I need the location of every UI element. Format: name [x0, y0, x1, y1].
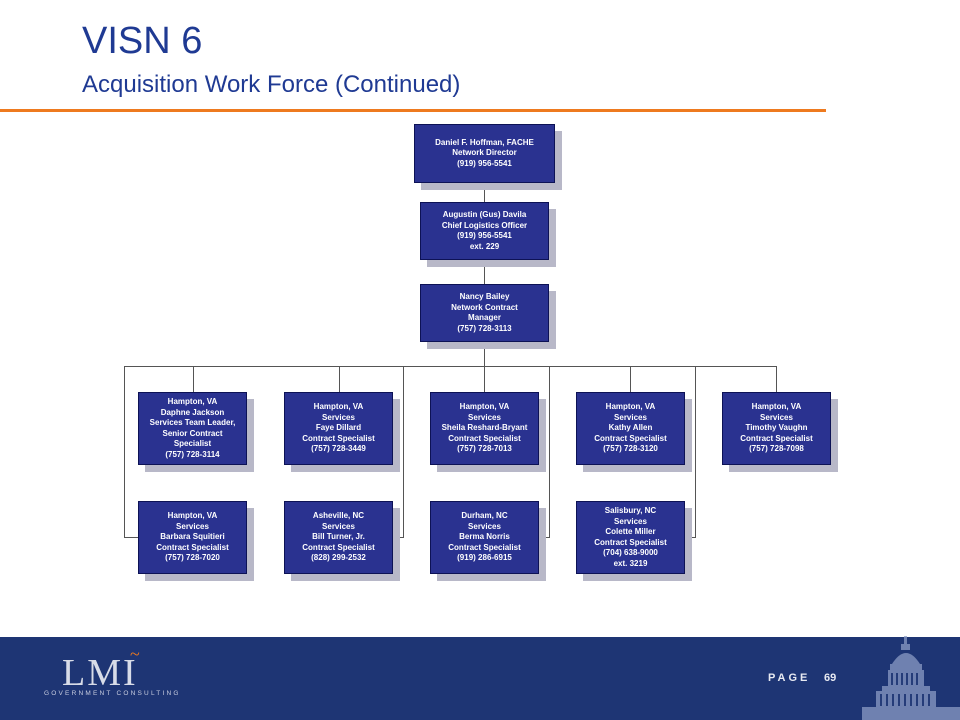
- connector-director-clo: [484, 183, 485, 202]
- org-box-line: (757) 728-7013: [457, 444, 512, 454]
- org-box-line: (757) 728-3114: [165, 449, 220, 459]
- org-box-line: Colette Miller: [605, 527, 656, 536]
- connector-col2-right: [403, 366, 404, 538]
- org-box-line: Contract Specialist: [302, 542, 375, 552]
- org-box-line: Nancy Bailey: [459, 292, 510, 301]
- org-box-line: Hampton, VA: [751, 402, 802, 412]
- org-box-line: Augustin (Gus) Davila: [442, 210, 527, 219]
- org-box-line: (704) 638-9000: [603, 548, 658, 557]
- connector-col5-top: [776, 366, 777, 392]
- org-box-line: Asheville, NC: [312, 511, 365, 521]
- org-box-sheila-reshard-bryant: Hampton, VA Services Sheila Reshard-Brya…: [430, 392, 539, 465]
- org-box-line: Specialist: [173, 439, 212, 448]
- org-box-line: Services: [760, 412, 793, 422]
- org-box-timothy-vaughn: Hampton, VA Services Timothy Vaughn Cont…: [722, 392, 831, 465]
- title-rule: [0, 109, 826, 112]
- org-box-line: Contract Specialist: [740, 433, 813, 443]
- footer-band: [0, 637, 960, 720]
- org-box-line: ext. 229: [469, 241, 500, 251]
- org-box-line: Manager: [468, 313, 501, 322]
- org-box-line: Contract Specialist: [156, 542, 229, 552]
- org-box-line: Network Director: [452, 148, 517, 158]
- connector-col3-top: [484, 366, 485, 392]
- page-number: 69: [824, 672, 837, 684]
- connector-clo-manager: [484, 260, 485, 284]
- org-box-line: (919) 956-5541: [457, 158, 512, 168]
- org-box-line: Services: [468, 412, 501, 422]
- org-box-line: Network Contract: [451, 302, 518, 312]
- org-box-network-contract-manager: Nancy Bailey Network Contract Manager (7…: [420, 284, 549, 342]
- connector-col4-top: [630, 366, 631, 392]
- org-box-berma-norris: Durham, NC Services Berma Norris Contrac…: [430, 501, 539, 574]
- org-box-line: Contract Specialist: [302, 433, 375, 443]
- connector-col1-left: [124, 366, 125, 538]
- org-box-line: Contract Specialist: [594, 433, 667, 443]
- org-box-line: (828) 299-2532: [311, 553, 366, 563]
- org-box-kathy-allen: Hampton, VA Services Kathy Allen Contrac…: [576, 392, 685, 465]
- org-box-line: Services: [322, 521, 355, 531]
- org-box-line: Barbara Squitieri: [160, 532, 225, 542]
- org-box-line: Services Team Leader,: [149, 418, 236, 427]
- org-box-line: Services: [176, 521, 209, 531]
- lmi-logo: LMI: [62, 652, 138, 694]
- org-box-line: (757) 728-7020: [165, 553, 220, 563]
- org-box-line: Hampton, VA: [313, 402, 364, 412]
- org-box-bill-turner: Asheville, NC Services Bill Turner, Jr. …: [284, 501, 393, 574]
- connector-col4-right: [695, 366, 696, 538]
- org-box-line: (757) 728-3113: [457, 323, 512, 333]
- org-box-barbara-squitieri: Hampton, VA Services Barbara Squitieri C…: [138, 501, 247, 574]
- org-box-line: Contract Specialist: [448, 433, 521, 443]
- org-box-line: Daniel F. Hoffman, FACHE: [435, 137, 534, 147]
- org-box-line: Services: [468, 521, 501, 531]
- org-box-network-director: Daniel F. Hoffman, FACHE Network Directo…: [414, 124, 555, 183]
- org-box-chief-logistics-officer: Augustin (Gus) Davila Chief Logistics Of…: [420, 202, 549, 260]
- org-box-line: Services: [614, 516, 647, 526]
- connector-col1-top: [193, 366, 194, 392]
- org-box-line: (919) 956-5541: [457, 231, 512, 240]
- org-box-line: (919) 286-6915: [457, 553, 512, 563]
- page-title: VISN 6: [82, 20, 203, 62]
- org-box-line: Durham, NC: [461, 511, 508, 521]
- org-box-line: Senior Contract: [162, 428, 223, 438]
- connector-col1-left-tick: [124, 537, 139, 538]
- org-box-faye-dillard: Hampton, VA Services Faye Dillard Contra…: [284, 392, 393, 465]
- org-box-line: Hampton, VA: [605, 402, 656, 412]
- org-box-line: Faye Dillard: [315, 423, 362, 433]
- connector-col4-right-tick: [686, 537, 696, 538]
- connector-manager-bus: [484, 342, 485, 367]
- org-box-line: Chief Logistics Officer: [441, 220, 528, 230]
- org-box-line: Contract Specialist: [448, 542, 521, 552]
- lmi-logo-tilde: ~: [130, 644, 140, 664]
- org-box-line: ext. 3219: [613, 558, 648, 568]
- lmi-logo-subtitle: GOVERNMENT CONSULTING: [44, 690, 181, 697]
- org-box-line: Sheila Reshard-Bryant: [441, 423, 528, 433]
- connector-col3-right-tick: [540, 537, 550, 538]
- org-box-line: Salisbury, NC: [604, 506, 657, 515]
- connector-col2-top: [339, 366, 340, 392]
- org-box-line: (757) 728-3120: [603, 444, 658, 454]
- connector-col2-right-tick: [394, 537, 404, 538]
- org-box-line: Daphne Jackson: [160, 407, 225, 417]
- capitol-dome-icon: [862, 636, 960, 720]
- org-box-line: Bill Turner, Jr.: [312, 532, 365, 542]
- org-box-colette-miller: Salisbury, NC Services Colette Miller Co…: [576, 501, 685, 574]
- org-box-line: Hampton, VA: [167, 511, 218, 521]
- org-box-line: (757) 728-3449: [311, 444, 366, 454]
- org-box-line: Kathy Allen: [608, 423, 653, 433]
- connector-horizontal-bus: [124, 366, 777, 367]
- org-box-line: Services: [322, 412, 355, 422]
- org-box-line: Hampton, VA: [459, 402, 510, 412]
- org-box-line: Services: [614, 412, 647, 422]
- connector-col3-right: [549, 366, 550, 538]
- page-subtitle: Acquisition Work Force (Continued): [82, 71, 461, 98]
- org-box-line: (757) 728-7098: [749, 444, 804, 454]
- org-box-line: Timothy Vaughn: [745, 423, 808, 433]
- org-box-line: Berma Norris: [459, 532, 510, 542]
- page-label: PAGE: [768, 672, 811, 684]
- org-box-daphne-jackson: Hampton, VA Daphne Jackson Services Team…: [138, 392, 247, 465]
- org-box-line: Hampton, VA: [167, 397, 218, 406]
- org-box-line: Contract Specialist: [594, 537, 667, 547]
